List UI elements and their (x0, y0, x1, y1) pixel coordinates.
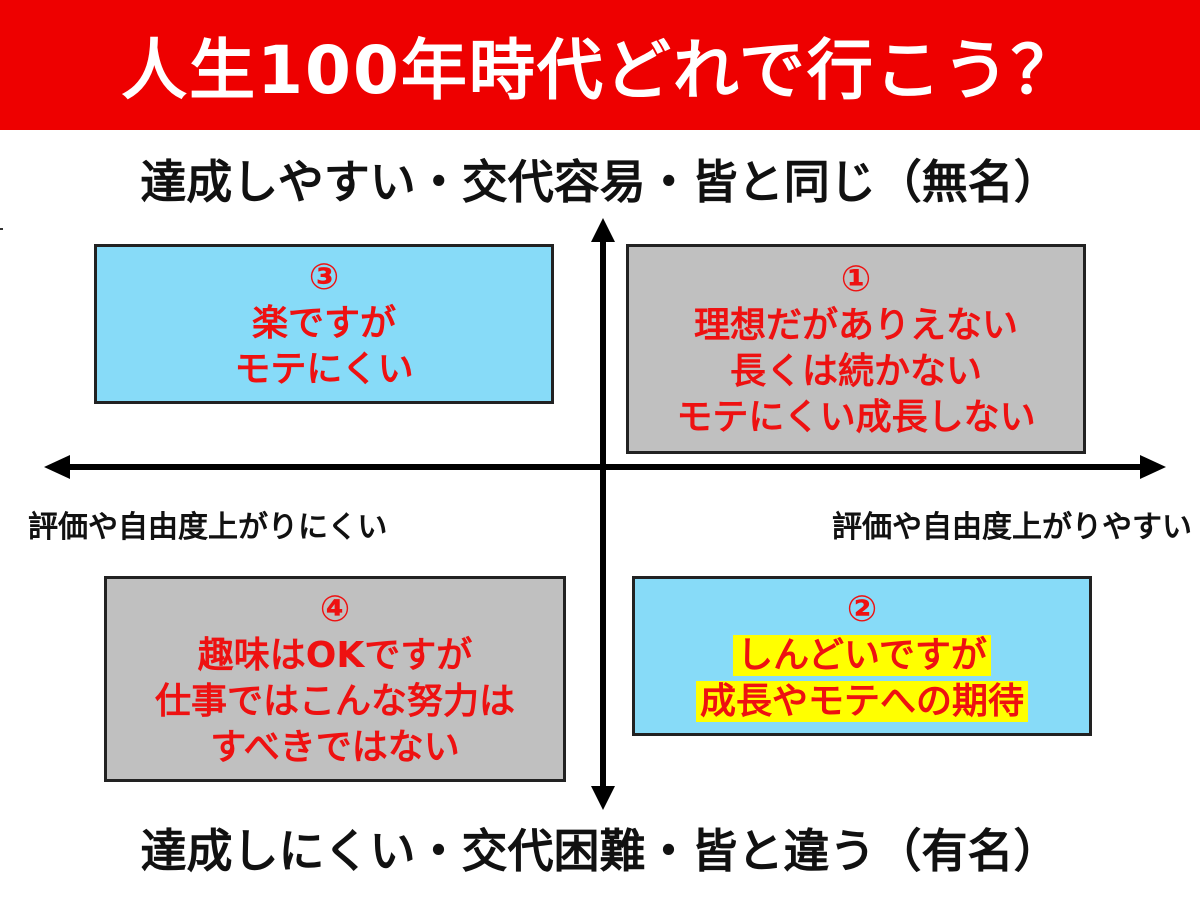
quadrant-1-line-3: モテにくい成長しない (676, 397, 1036, 438)
page-title: 人生100年時代どれで行こう？ (121, 32, 1079, 109)
quadrant-4-line-1: 趣味はOKですが (197, 635, 473, 676)
quadrant-2-line-1: しんどいですが (733, 635, 991, 676)
quadrant-3-line-1: 楽ですが (251, 303, 396, 344)
left-arrowhead (44, 455, 70, 479)
quadrant-4-box: ④ 趣味はOKですが 仕事ではこんな努力は すべきではない (104, 576, 566, 782)
right-arrowhead (1140, 455, 1166, 479)
down-arrowhead (591, 786, 615, 810)
quadrant-2-box: ② しんどいですが 成長やモテへの期待 (632, 576, 1092, 736)
quadrant-2-line-2: 成長やモテへの期待 (695, 681, 1028, 722)
quadrant-4-number: ④ (319, 589, 351, 630)
quadrant-3-line-2: モテにくい (234, 349, 414, 390)
axis-label-left: 評価や自由度上がりにくい (28, 510, 388, 545)
quadrant-2-number: ② (846, 589, 878, 630)
axis-label-bottom: 達成しにくい・交代困難・皆と違う（有名） (140, 824, 1060, 878)
stray-mark (0, 228, 3, 230)
quadrant-4-line-2: 仕事ではこんな努力は (154, 681, 515, 722)
axis-label-top: 達成しやすい・交代容易・皆と同じ（無名） (140, 155, 1060, 209)
up-arrowhead (591, 218, 615, 242)
quadrant-3-number: ③ (308, 257, 340, 298)
quadrant-1-box: ① 理想だがありえない 長くは続かない モテにくい成長しない (626, 244, 1086, 454)
quadrant-2-line-1-wrap: しんどいですが (733, 633, 991, 679)
quadrant-1-number: ① (840, 259, 872, 300)
quadrant-1-line-1: 理想だがありえない (693, 305, 1018, 346)
title-banner: 人生100年時代どれで行こう？ (0, 0, 1200, 130)
quadrant-1-line-2: 長くは続かない (729, 351, 982, 392)
axis-label-right: 評価や自由度上がりやすい (832, 510, 1192, 545)
quadrant-4-line-3: すべきではない (210, 727, 460, 768)
quadrant-2-line-2-wrap: 成長やモテへの期待 (695, 679, 1028, 725)
quadrant-3-box: ③ 楽ですが モテにくい (94, 244, 554, 404)
